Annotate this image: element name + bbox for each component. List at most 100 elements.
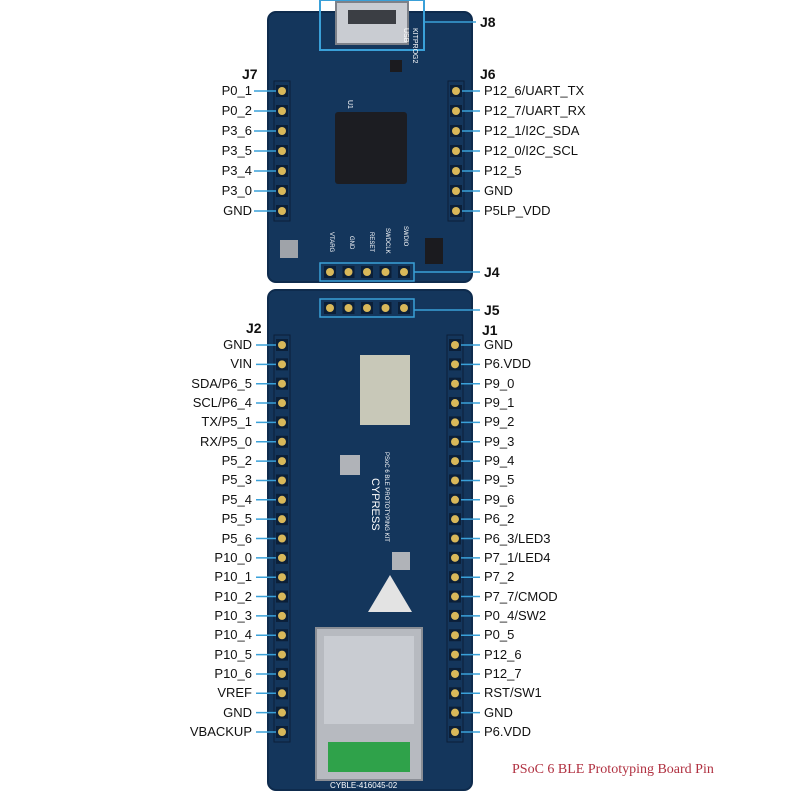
- pin-hole: [451, 476, 459, 485]
- pins-j7-label: P3_6: [221, 123, 252, 138]
- pin-hole: [278, 127, 286, 135]
- button-1: [340, 455, 360, 475]
- pin-hole: [451, 611, 459, 620]
- pin-hole: [451, 457, 459, 466]
- pin-hole: [278, 669, 286, 678]
- pin-hole: [452, 167, 460, 175]
- pin-hole: [381, 268, 390, 276]
- pins-j2-label: P10_2: [214, 588, 252, 604]
- j6-header-label: J6: [480, 66, 496, 82]
- silkscreen-block: [360, 355, 410, 425]
- pin-hole: [278, 515, 286, 524]
- pins-j1-label: GND: [484, 337, 513, 352]
- pins-j2-label: VIN: [230, 356, 252, 372]
- pin-hole: [278, 592, 286, 601]
- pin-hole: [451, 418, 459, 427]
- pin-hole: [326, 304, 334, 312]
- pin-hole: [278, 495, 286, 504]
- pins-j1-label: P9_0: [484, 375, 515, 391]
- pin-hole: [451, 360, 459, 369]
- pin-hole: [278, 457, 286, 466]
- j8-header-label: J8: [480, 14, 496, 30]
- pins-j1-label: P9_1: [484, 395, 515, 411]
- pin-hole: [278, 379, 286, 388]
- pin-hole: [278, 708, 286, 717]
- pins-j7-label: P3_4: [221, 163, 252, 178]
- pin-hole: [381, 304, 390, 312]
- pins-j1-label: RST/SW1: [484, 685, 542, 701]
- button-2: [392, 552, 410, 570]
- pins-j6-label: P12_5: [484, 163, 522, 178]
- pin-hole: [451, 631, 459, 640]
- pin-hole: [400, 268, 408, 276]
- j4-header-label: J4: [484, 264, 500, 280]
- pin-hole: [451, 592, 459, 601]
- pin-hole: [451, 379, 459, 388]
- component-small: [390, 60, 402, 72]
- pin-hole: [451, 708, 459, 717]
- pins-j1-label: GND: [484, 704, 513, 720]
- pin-hole: [451, 399, 459, 408]
- swdclk-text: SWDCLK: [384, 228, 390, 254]
- usb-text: USB: [402, 28, 409, 43]
- pin-hole: [278, 553, 286, 562]
- pin-hole: [278, 187, 286, 195]
- pins-j2-label: P10_6: [214, 665, 252, 681]
- pins-j5-frame: [319, 298, 415, 318]
- pins-j2-label: VBACKUP: [189, 724, 252, 739]
- pin-hole: [451, 728, 459, 736]
- pin-hole: [363, 304, 371, 312]
- pin-hole: [278, 437, 286, 446]
- pins-j6-label: P12_7/UART_RX: [484, 103, 586, 118]
- usb-opening: [348, 10, 396, 24]
- pins-j2-label: GND: [223, 337, 252, 352]
- pins-j1-label: P9_6: [484, 491, 515, 507]
- pin-hole: [452, 207, 460, 215]
- j8-outline: [319, 0, 425, 51]
- pins-j1-label: P9_5: [484, 472, 515, 488]
- pins-j1-label: P6.VDD: [484, 724, 531, 739]
- pins-j1-label: P9_4: [484, 453, 515, 469]
- diagram-caption: PSoC 6 BLE Prototyping Board Pin: [512, 762, 714, 777]
- mode-button: [280, 240, 298, 258]
- pins-j2-label: SCL/P6_4: [192, 395, 252, 411]
- pin-hole: [451, 650, 459, 659]
- pin-hole: [278, 728, 286, 736]
- pins-j1-label: P12_6: [484, 646, 522, 662]
- pin-hole: [278, 476, 286, 485]
- board-brand-text: CYPRESS: [369, 478, 381, 531]
- warning-triangle: [368, 575, 412, 612]
- pins-j2-label: P5_4: [221, 491, 252, 507]
- pins-j1-label: P9_2: [484, 414, 515, 430]
- pin-hole: [278, 360, 286, 369]
- pins-j1-label: P9_3: [484, 433, 515, 449]
- pins-j6-label: P12_6/UART_TX: [484, 83, 585, 98]
- pin-hole: [278, 611, 286, 620]
- pin-hole: [278, 689, 286, 698]
- pins-j2-label: P10_3: [214, 607, 252, 623]
- j6-connector: [447, 80, 465, 222]
- pin-hole: [278, 207, 286, 215]
- leader-lines: [254, 21, 480, 733]
- pins-j6-label: P5LP_VDD: [484, 203, 551, 218]
- pin-hole: [278, 399, 286, 408]
- pin-hole: [452, 127, 460, 135]
- pin-hole: [278, 167, 286, 175]
- pins-j1-label: P0_4/SW2: [484, 607, 547, 623]
- pin-hole: [363, 268, 371, 276]
- pins-j2-label: SDA/P6_5: [191, 375, 252, 391]
- j7-header-label: J7: [242, 66, 258, 82]
- pin-hole: [278, 631, 286, 640]
- ble-antenna: [328, 742, 410, 772]
- kitprog-text: KITPROG2: [411, 28, 418, 64]
- pin-hole: [278, 107, 286, 115]
- pins-j1-label: P7_7/CMOD: [484, 588, 558, 604]
- pin-hole: [452, 147, 460, 155]
- pin-hole: [452, 107, 460, 115]
- pins-j2-label: P5_2: [221, 453, 252, 469]
- pins-j7-label: P3_5: [221, 143, 252, 158]
- pin-hole: [344, 304, 353, 312]
- pin-hole: [451, 689, 459, 698]
- pin-hole: [278, 534, 286, 543]
